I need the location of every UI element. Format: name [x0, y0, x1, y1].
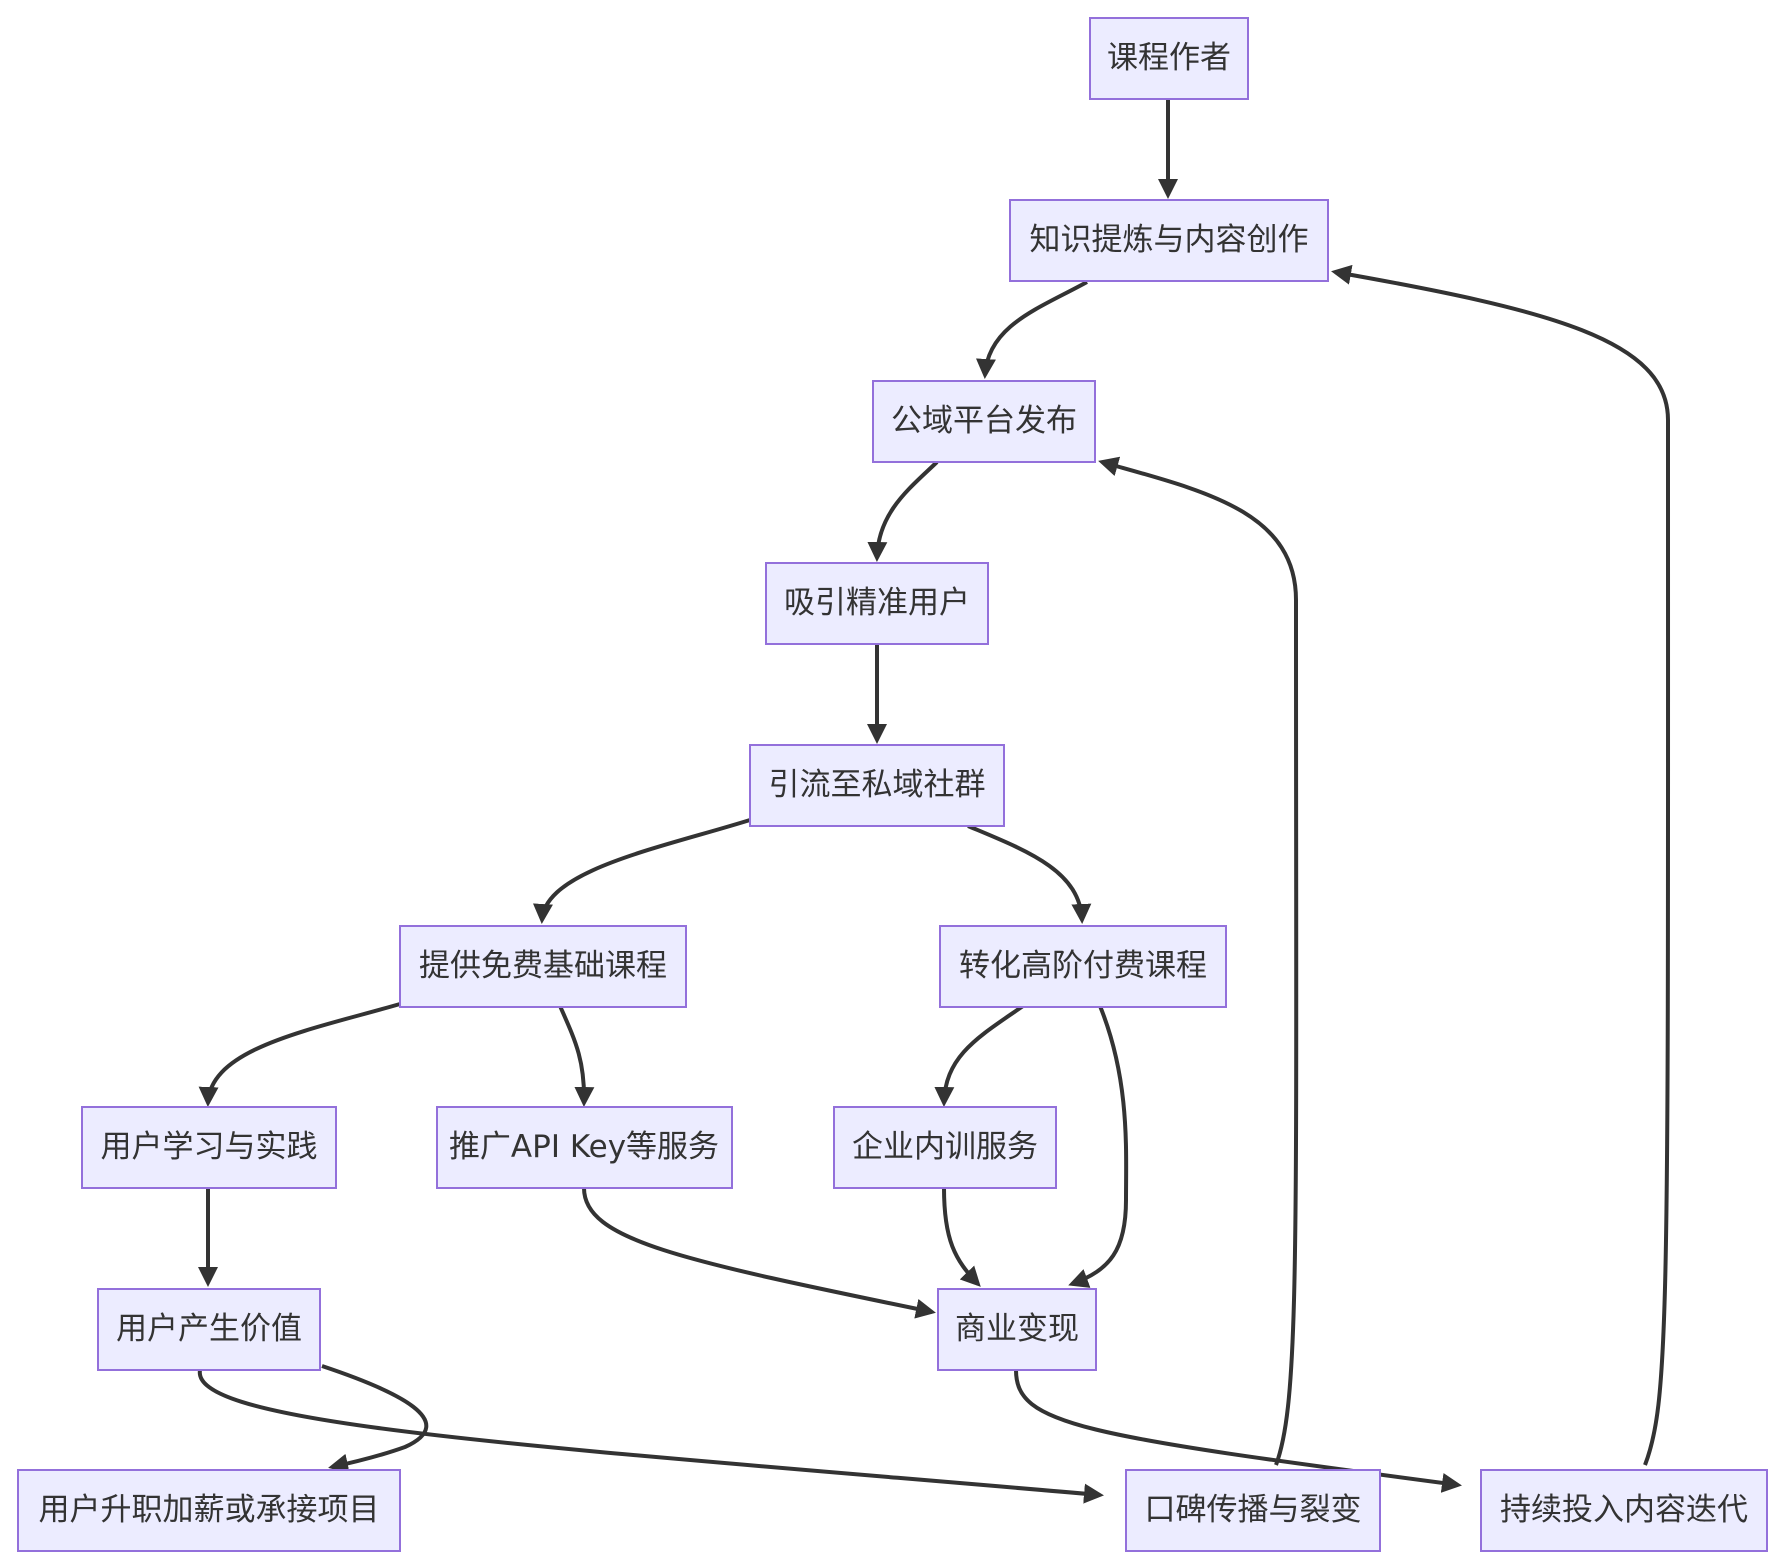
edge-value-promote	[321, 1364, 429, 1474]
node-public-publish: 公域平台发布	[872, 380, 1096, 463]
edge-monetize-iterate	[1014, 1369, 1462, 1493]
node-label: 口碑传播与裂变	[1145, 1492, 1362, 1528]
edge-publish-attract	[867, 460, 939, 562]
node-label: 吸引精准用户	[784, 585, 970, 621]
node-monetization: 商业变现	[937, 1288, 1097, 1371]
node-corporate-training: 企业内训服务	[833, 1106, 1057, 1189]
node-career-promotion: 用户升职加薪或承接项目	[17, 1469, 401, 1552]
node-content-iteration: 持续投入内容迭代	[1480, 1469, 1768, 1552]
edge-private-paid	[967, 824, 1092, 924]
node-label: 用户升职加薪或承接项目	[39, 1492, 380, 1528]
edges	[197, 100, 1671, 1504]
edge-iterate-create	[1331, 264, 1671, 1466]
node-label: 推广API Key等服务	[449, 1129, 719, 1165]
node-api-key-service: 推广API Key等服务	[436, 1106, 733, 1189]
node-content-creation: 知识提炼与内容创作	[1009, 199, 1329, 282]
node-user-value: 用户产生价值	[97, 1288, 321, 1371]
edge-create-publish	[975, 280, 1088, 379]
node-label: 商业变现	[955, 1311, 1079, 1347]
node-label: 提供免费基础课程	[419, 948, 667, 984]
node-word-of-mouth: 口碑传播与裂变	[1125, 1469, 1381, 1552]
edge-free-apikey	[558, 1005, 595, 1107]
node-course-author: 课程作者	[1089, 17, 1249, 100]
edge-private-free	[533, 818, 751, 924]
node-attract-users: 吸引精准用户	[765, 562, 989, 645]
edge-free-learn	[198, 1002, 401, 1107]
node-private-community: 引流至私域社群	[749, 744, 1005, 827]
edge-paid-corp	[934, 1004, 1025, 1107]
nodes: 课程作者 知识提炼与内容创作 公域平台发布 吸引精准用户 引流至私域社群 提供免…	[17, 17, 1768, 1552]
node-free-course: 提供免费基础课程	[399, 925, 687, 1008]
edge-paid-monetize	[1068, 1005, 1129, 1288]
node-label: 转化高阶付费课程	[959, 948, 1207, 984]
node-label: 课程作者	[1107, 40, 1231, 76]
edge-value-wom	[197, 1369, 1104, 1504]
node-paid-course: 转化高阶付费课程	[939, 925, 1227, 1008]
node-label: 用户产生价值	[116, 1311, 302, 1347]
node-label: 持续投入内容迭代	[1500, 1492, 1748, 1528]
node-label: 用户学习与实践	[101, 1129, 318, 1165]
node-user-learning: 用户学习与实践	[81, 1106, 337, 1189]
edge-corp-monetize	[942, 1187, 981, 1287]
node-label: 公域平台发布	[891, 403, 1077, 439]
edge-wom-publish	[1098, 456, 1299, 1466]
node-label: 知识提炼与内容创作	[1030, 222, 1309, 258]
node-label: 企业内训服务	[852, 1129, 1038, 1165]
edge-apikey-monetize	[582, 1187, 936, 1319]
node-label: 引流至私域社群	[769, 767, 986, 803]
